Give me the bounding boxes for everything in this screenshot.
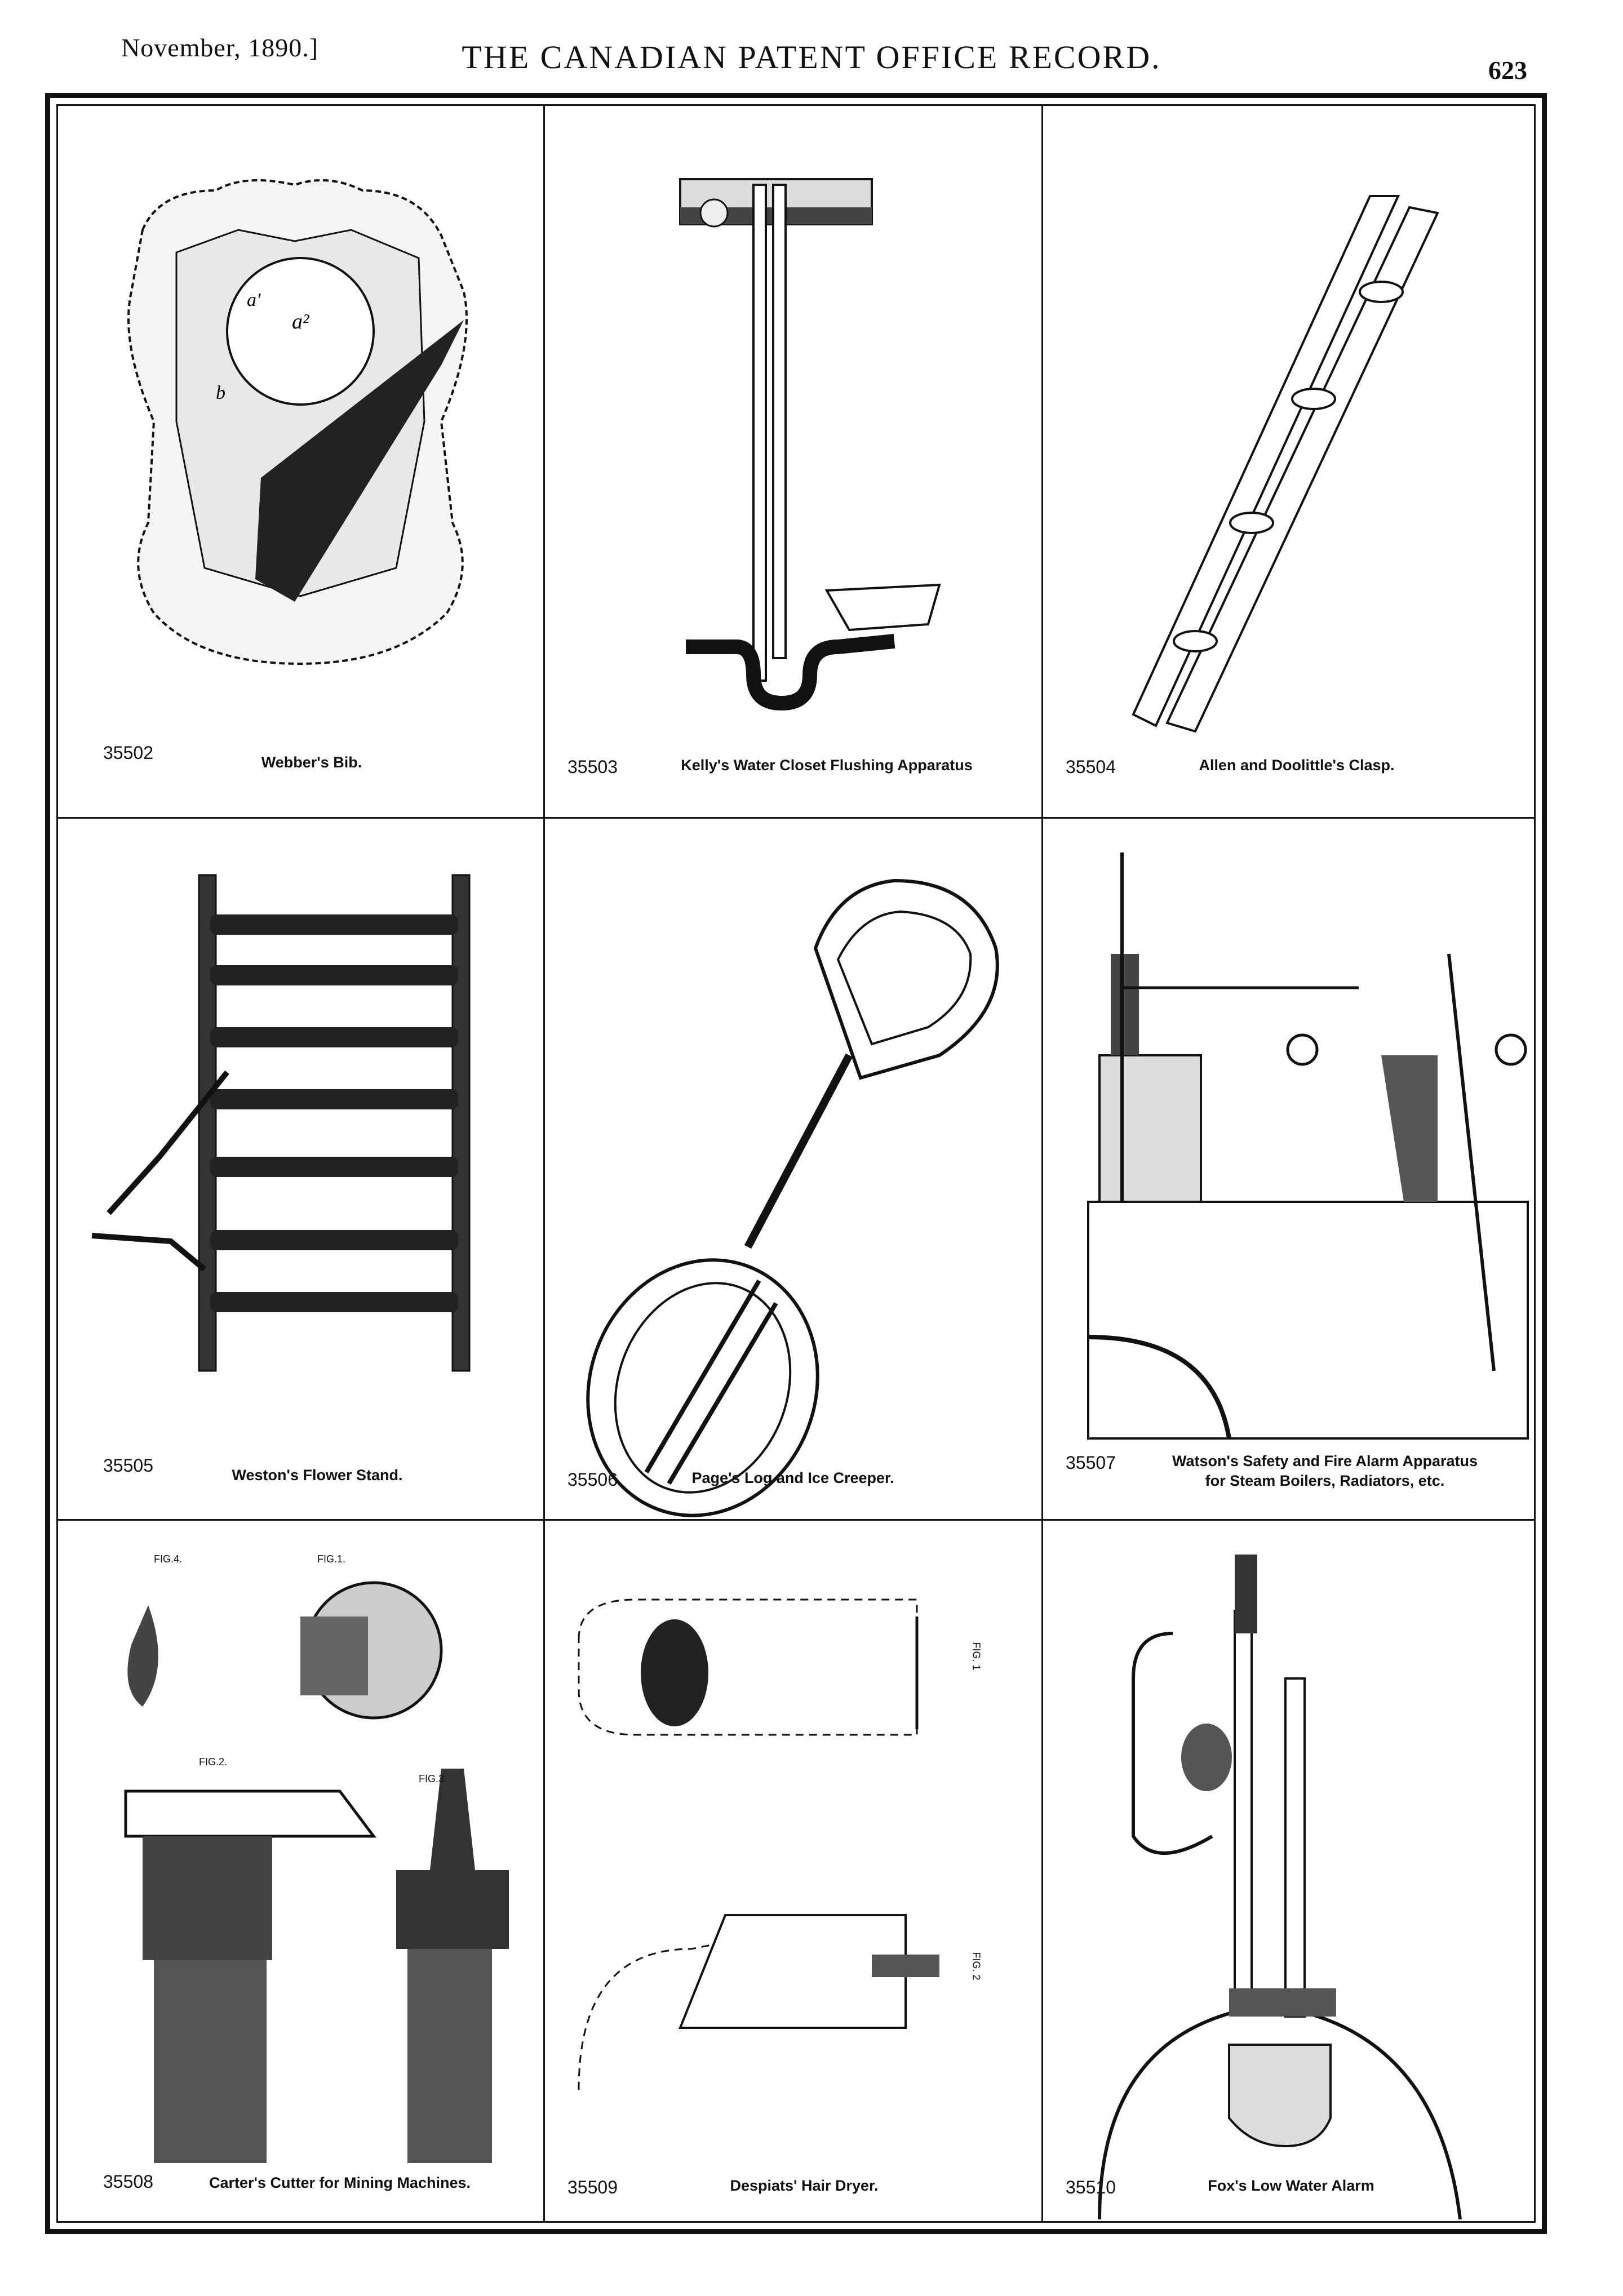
patent-grid: a² a' b 35502 Webber's Bib. 35503 Kelly'…	[58, 106, 1534, 2221]
figure-label: FIG.1.	[317, 1553, 346, 1565]
patent-caption: Allen and Doolittle's Clasp.	[1199, 757, 1395, 774]
figure-label: FIG.2.	[199, 1756, 228, 1767]
patent-caption: Webber's Bib.	[261, 754, 362, 771]
patent-number: 35508	[103, 2171, 153, 2192]
patent-number: 35504	[1066, 757, 1116, 777]
patent-caption: Page's Log and Ice Creeper.	[691, 1469, 894, 1486]
svg-text:a²: a²	[292, 310, 309, 334]
patent-caption: Kelly's Water Closet Flushing Apparatus	[681, 757, 973, 774]
figure-label: FIG.4.	[154, 1553, 183, 1565]
svg-text:a': a'	[247, 290, 261, 310]
patent-cell-35506: 35506 Page's Log and Ice Creeper.	[545, 819, 1041, 1519]
patent-cell-35504: 35504 Allen and Doolittle's Clasp.	[1043, 106, 1534, 817]
figure-label: FIG. 1	[970, 1642, 982, 1671]
patent-cell-35507: 35507 Watson's Safety and Fire Alarm App…	[1043, 819, 1534, 1519]
svg-text:b: b	[216, 383, 225, 403]
patent-number: 35503	[567, 757, 618, 777]
patent-caption: Weston's Flower Stand.	[232, 1467, 403, 1484]
water-closet-illustration	[679, 178, 941, 711]
patent-number: 35506	[567, 1469, 618, 1490]
patent-caption: Despiats' Hair Dryer.	[730, 2177, 879, 2194]
patent-number: 35505	[103, 1455, 153, 1476]
patent-caption: Fox's Low Water Alarm	[1208, 2177, 1374, 2194]
patent-caption: Carter's Cutter for Mining Machines.	[209, 2174, 471, 2191]
bib-illustration: a² a' b	[127, 179, 468, 665]
ice-creeper-illustration	[586, 878, 999, 1517]
page-header: November, 1890.] THE CANADIAN PATENT OFF…	[0, 0, 1623, 90]
hair-dryer-illustration	[578, 1598, 939, 2090]
column-divider	[1041, 106, 1043, 2221]
column-divider	[543, 106, 545, 2221]
mining-cutter-illustration	[124, 1581, 509, 2163]
patent-cell-35505: 35505 Weston's Flower Stand.	[58, 819, 543, 1519]
patent-number: 35509	[567, 2177, 618, 2197]
clasp-illustration	[1132, 195, 1439, 733]
patent-cell-35508: FIG.4. FIG.1. FIG.2. FIG.3. 35508 Carter…	[58, 1521, 543, 2221]
patent-cell-35510: 35510 Fox's Low Water Alarm	[1043, 1521, 1534, 2221]
row-divider	[58, 817, 1534, 819]
patent-caption-line2: for Steam Boilers, Radiators, etc.	[1205, 1472, 1445, 1489]
patent-number: 35510	[1066, 2177, 1116, 2197]
publication-title: THE CANADIAN PATENT OFFICE RECORD.	[462, 39, 1161, 76]
patent-number: 35507	[1066, 1453, 1116, 1473]
patent-cell-35502: a² a' b 35502 Webber's Bib.	[58, 106, 543, 817]
flower-stand-illustration	[91, 874, 471, 1372]
figure-label: FIG.3.	[419, 1773, 447, 1784]
issue-date: November, 1890.]	[121, 33, 319, 62]
patent-cell-35509: FIG. 1 FIG. 2 35509 Despiats' Hair Dryer…	[545, 1521, 1041, 2221]
inner-border	[56, 104, 1536, 2223]
row-divider	[58, 1519, 1534, 1521]
water-alarm-illustration	[1098, 1555, 1462, 2220]
patent-number: 35502	[103, 743, 153, 763]
fire-alarm-illustration	[1087, 852, 1529, 1440]
figure-label: FIG. 2	[970, 1952, 982, 1980]
patent-caption: Watson's Safety and Fire Alarm Apparatus	[1172, 1453, 1478, 1469]
patent-cell-35503: 35503 Kelly's Water Closet Flushing Appa…	[545, 106, 1041, 817]
outer-border	[45, 93, 1547, 2234]
page-number: 623	[1488, 56, 1527, 85]
